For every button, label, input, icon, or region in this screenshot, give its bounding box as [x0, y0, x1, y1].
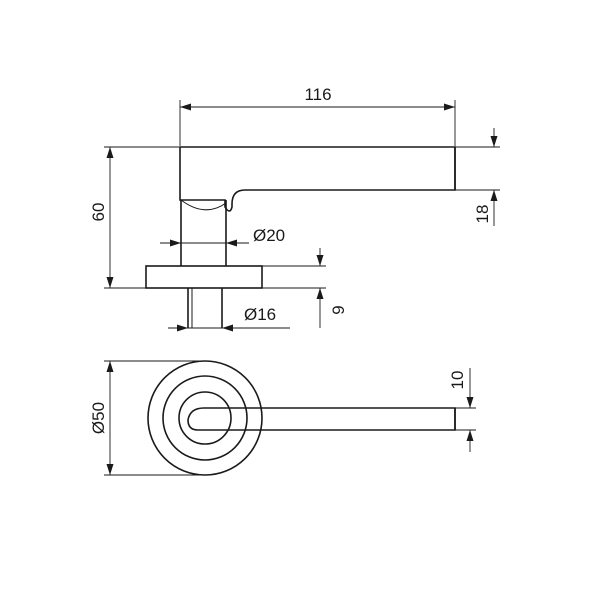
dimension-10: 10 [448, 368, 476, 452]
rose-diameter-label: Ø50 [89, 402, 108, 434]
spindle-diameter-label: Ø16 [244, 305, 276, 324]
lever-outline [179, 146, 456, 212]
dimension-rose-diameter: Ø50 [89, 360, 205, 476]
side-view [145, 146, 456, 328]
spindle [187, 288, 223, 328]
length-label: 116 [304, 85, 331, 104]
neck-circle [178, 391, 232, 445]
lever-plan [204, 407, 456, 431]
dimension-116: 116 [179, 85, 456, 146]
rose-thickness-label: 9 [329, 305, 348, 314]
lever-plan-base [187, 407, 226, 431]
top-view [147, 360, 456, 476]
neck-diameter-label: Ø20 [253, 226, 285, 245]
dimension-neck-diameter: Ø20 [160, 226, 285, 247]
dimension-18: 18 [455, 128, 500, 226]
rose-outer-circle [147, 360, 263, 476]
dimension-spindle-diameter: Ø16 [168, 305, 290, 332]
dimension-9: 9 [262, 248, 348, 328]
lever-width-label: 10 [448, 371, 467, 390]
neck-groove [180, 199, 227, 211]
dimension-60: 60 [89, 146, 180, 289]
lever-neck [180, 200, 227, 266]
rose-plate [145, 265, 263, 289]
height-label: 60 [89, 203, 108, 222]
rose-inner-circle [162, 375, 248, 461]
lever-thickness-label: 18 [473, 205, 492, 224]
